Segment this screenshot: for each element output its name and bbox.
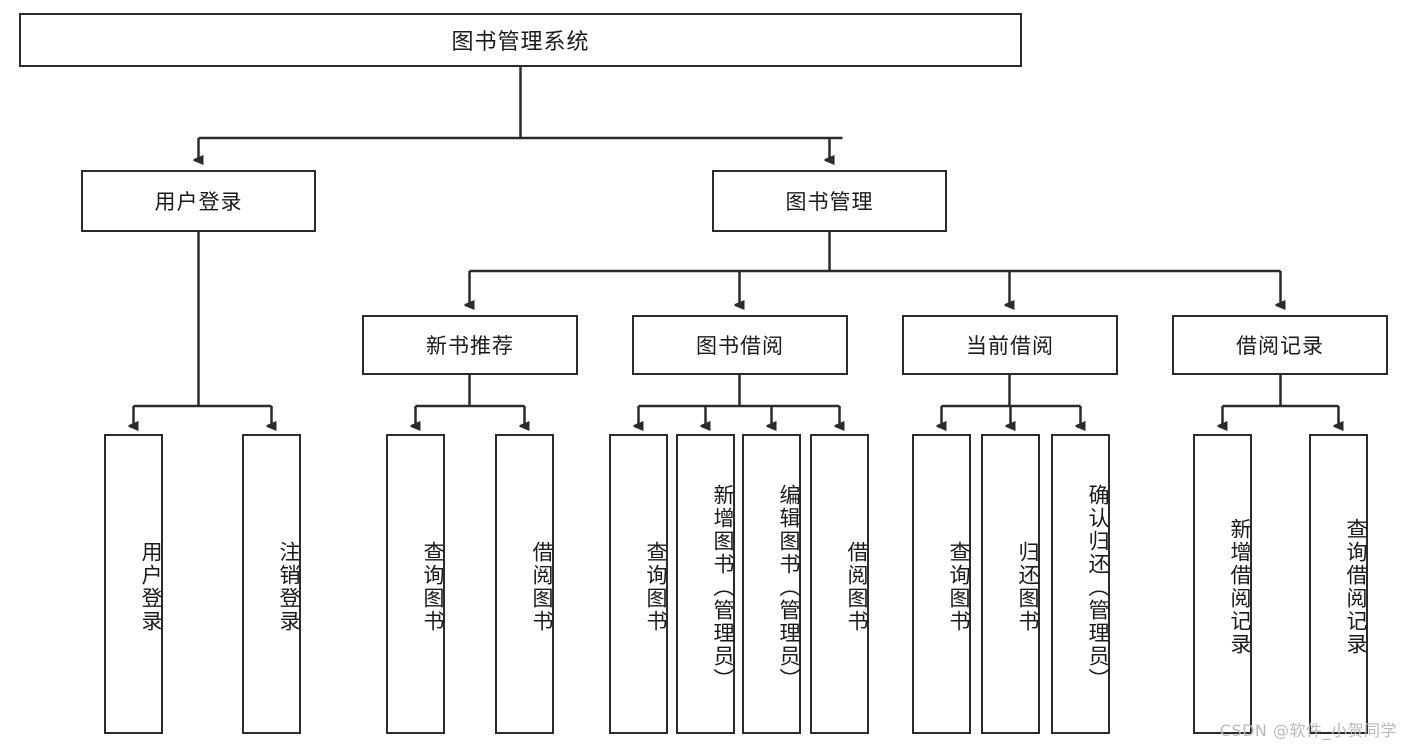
leaf-label: 编辑图书（管理员） (777, 483, 801, 691)
node-current-borrow[interactable]: 当前借阅 (902, 315, 1118, 375)
leaf-label: 归还图书 (1016, 541, 1040, 633)
leaf-label: 新增图书（管理员） (711, 483, 735, 691)
leaf-label: 查询图书 (947, 541, 971, 633)
leaf-label: 查询图书 (644, 541, 668, 633)
node-user-login[interactable]: 用户登录 (81, 170, 316, 232)
leaf-label: 查询图书 (421, 541, 445, 633)
node-new-book-recommend[interactable]: 新书推荐 (362, 315, 578, 375)
leaf-book-borrow-edit[interactable]: 编辑图书（管理员） (742, 434, 801, 734)
leaf-label: 借阅图书 (845, 541, 869, 633)
leaf-user-login-signout[interactable]: 注销登录 (242, 434, 301, 734)
leaf-label: 用户登录 (139, 541, 163, 633)
leaf-label: 确认归还（管理员） (1086, 483, 1110, 691)
leaf-new-book-borrow[interactable]: 借阅图书 (495, 434, 554, 734)
leaf-current-borrow-confirm-return[interactable]: 确认归还（管理员） (1051, 434, 1110, 734)
leaf-new-book-query[interactable]: 查询图书 (386, 434, 445, 734)
leaf-current-borrow-query[interactable]: 查询图书 (912, 434, 971, 734)
leaf-borrow-record-add[interactable]: 新增借阅记录 (1193, 434, 1252, 734)
node-root-library-system[interactable]: 图书管理系统 (19, 13, 1022, 67)
leaf-book-borrow-lend[interactable]: 借阅图书 (810, 434, 869, 734)
leaf-label: 新增借阅记录 (1228, 518, 1252, 656)
node-current-borrow-label: 当前借阅 (966, 334, 1054, 358)
csdn-watermark: CSDN @软件_小贺同学 (1219, 721, 1397, 740)
leaf-label: 查询借阅记录 (1344, 518, 1368, 656)
leaf-label: 借阅图书 (530, 541, 554, 633)
leaf-book-borrow-add[interactable]: 新增图书（管理员） (676, 434, 735, 734)
node-borrow-record[interactable]: 借阅记录 (1172, 315, 1388, 375)
node-user-login-label: 用户登录 (154, 190, 243, 214)
node-book-borrow[interactable]: 图书借阅 (632, 315, 848, 375)
node-book-management[interactable]: 图书管理 (712, 170, 947, 232)
leaf-label: 注销登录 (277, 541, 301, 633)
leaf-borrow-record-query[interactable]: 查询借阅记录 (1309, 434, 1368, 734)
leaf-book-borrow-query[interactable]: 查询图书 (609, 434, 668, 734)
leaf-user-login-signin[interactable]: 用户登录 (104, 434, 163, 734)
node-new-book-recommend-label: 新书推荐 (426, 334, 514, 358)
node-book-management-label: 图书管理 (785, 190, 874, 214)
node-borrow-record-label: 借阅记录 (1236, 334, 1324, 358)
node-book-borrow-label: 图书借阅 (696, 334, 784, 358)
node-root-label: 图书管理系统 (451, 30, 590, 55)
leaf-current-borrow-return[interactable]: 归还图书 (981, 434, 1040, 734)
